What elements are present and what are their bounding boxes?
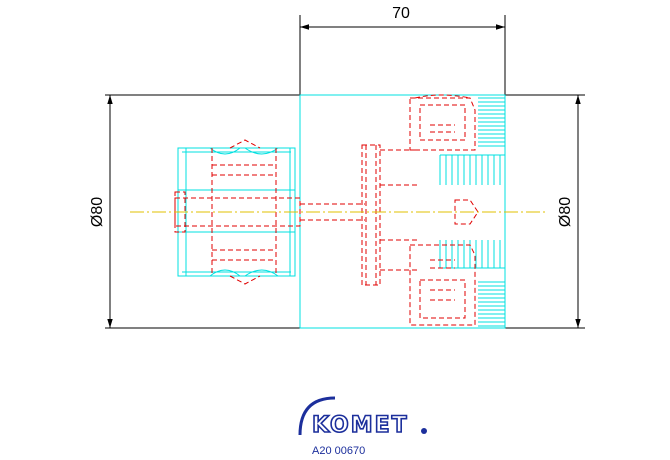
dimension-diameter-left-label: Ø80 [89, 197, 106, 227]
fins-upper [439, 154, 505, 185]
serrations-bottom [478, 281, 505, 327]
main-body-outline [299, 94, 506, 329]
komet-logo: KOMET [298, 396, 427, 439]
dimension-diameter-right-label: Ø80 [557, 197, 574, 227]
fins-lower [439, 240, 505, 269]
logo-dot [421, 428, 427, 434]
logo-brand-text: KOMET [312, 413, 409, 438]
dimension-width-label: 70 [392, 5, 410, 22]
serrations-top [478, 97, 505, 147]
dimension-lines [105, 15, 585, 329]
part-number: A20 00670 [312, 445, 365, 457]
hidden-detail [174, 94, 479, 326]
logo-arc [298, 396, 336, 436]
